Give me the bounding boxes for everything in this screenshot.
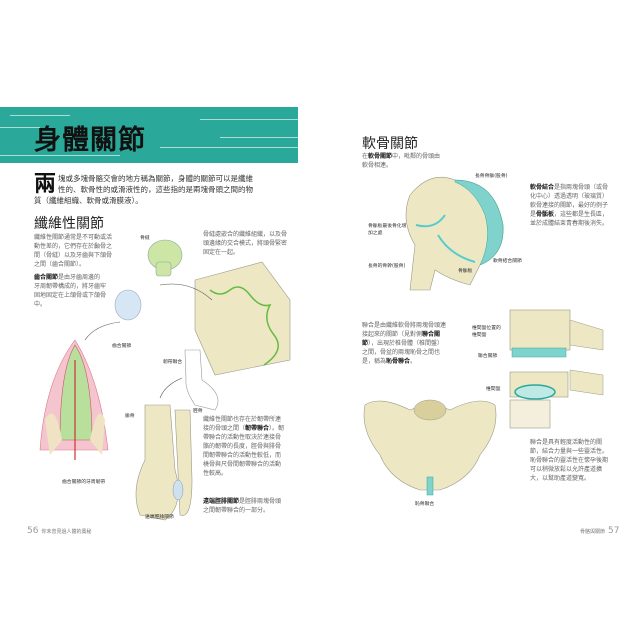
label-synchondrosis: 軟骨結合關節	[493, 259, 522, 264]
label-syndesmosis: 韌帶聯合	[163, 360, 183, 365]
fibrous-joints-heading: 纖維性關節	[34, 216, 104, 232]
gomphosis-para: 齒合關節是由牙齒周邊的牙周韌帶構成的，將牙齒牢固地固定在上頜骨或下頜骨中。	[34, 274, 107, 308]
foot-illustration	[184, 349, 219, 411]
fibrous-joint-illustrations	[39, 239, 291, 521]
symphysis-para: 聯合是由纖維軟骨將兩塊骨頭連接起來的關節（見對側聯合關節），出現於椎骨體（椎間盤…	[362, 322, 447, 365]
label-distal-tibiofibular: 遠端脛腓關節	[145, 515, 174, 520]
label-growth-zone: 骨骺板最後骨化增加之處	[368, 224, 407, 236]
label-epiphysis: 長骨骨骺(股骨)	[475, 174, 508, 179]
pelvis-illustration	[363, 399, 497, 496]
cartilaginous-joint-illustrations	[363, 176, 604, 496]
label-suture: 骨縫	[140, 236, 150, 241]
intro-text: 塊或多塊骨骼交會的地方稱為關節，身體的關節可以是纖維性的、軟骨性的或滑液性的，這…	[34, 174, 254, 205]
label-gomphosis: 齒合關節	[112, 344, 132, 349]
synchondrosis-para: 軟骨結合是指兩塊骨頭（或骨化中心）透過透明（玻璃質）軟骨連接的關節，最好的例子是…	[530, 184, 609, 227]
cartilaginous-para: 在軟骨關節中，毗鄰的骨頭由軟骨相連。	[362, 153, 441, 169]
suture-para: 骨縫處嵌合的纖維組織，以及骨頭邊緣的交合模式，將頭骨緊密固定在一起。	[203, 231, 288, 256]
syndesmosis-para: 纖維性關節也存在於韌帶所連接的骨頭之間（韌帶聯合）。韌帶聯合的活動性取決於連接骨…	[203, 416, 285, 477]
intro-paragraph: 兩塊或多塊骨骼交會的地方稱為關節，身體的關節可以是纖維性的、軟骨性的或滑液性的，…	[34, 173, 254, 206]
vertebrae-illustration	[509, 309, 604, 429]
tibiofibular-para: 遠端脛腓關節是脛腓兩塊骨頭之間韌帶聯合的一部分。	[203, 498, 282, 514]
fibrous-para: 纖維性關節通常是不可動或活動性差的，它們存在於顱骨之間（骨縫）以及牙齒與下頜骨之…	[34, 234, 113, 268]
label-epiphyseal-line: 骨骺板	[458, 269, 473, 274]
label-diaphysis: 長骨的骨幹(股骨)	[368, 264, 406, 269]
label-symphysis: 聯合關節	[478, 354, 498, 359]
small-skull-illustration	[114, 289, 142, 321]
label-fibula: 腓骨	[125, 414, 135, 419]
label-tibia: 脛骨	[193, 409, 203, 414]
page-title: 身體關節	[34, 125, 146, 156]
drop-cap: 兩	[34, 171, 57, 197]
label-pubic-symphysis: 恥骨聯合	[415, 502, 435, 507]
ankle-illustration	[135, 404, 193, 521]
label-disc: 椎間盤	[486, 387, 501, 392]
skull-illustration	[147, 239, 183, 277]
symphysis-mobility-para: 聯合是具有輕度活動性的關節，結合力量與一些靈活性。恥骨聯合的靈活性在懷孕後期可以…	[530, 439, 609, 482]
label-disc-position: 椎間盤位置的椎間盤	[472, 326, 501, 338]
suture-block-illustration	[194, 261, 291, 376]
label-periodontal-ligament: 齒合關節的牙周韌帶	[62, 480, 106, 485]
title-banner	[0, 107, 298, 163]
tooth-illustration	[39, 339, 109, 460]
femur-head-illustration	[405, 176, 504, 291]
cartilaginous-joints-heading: 軟骨關節	[362, 136, 418, 152]
